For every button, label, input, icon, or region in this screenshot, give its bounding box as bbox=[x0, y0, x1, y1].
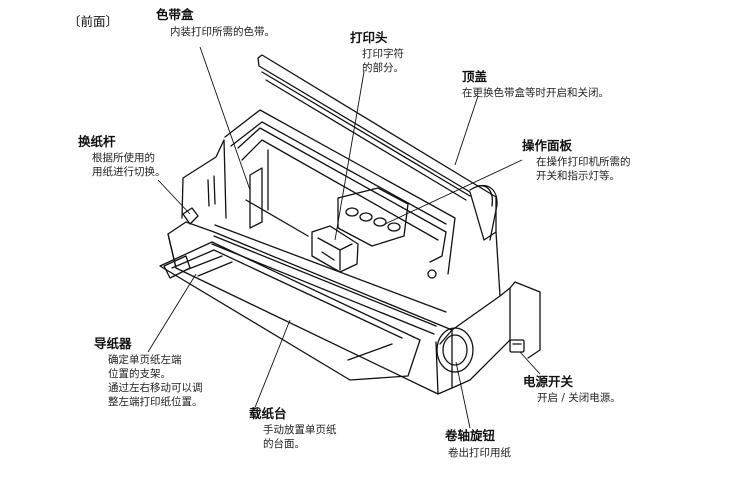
panel-button-1 bbox=[345, 207, 359, 217]
paper-table-desc-2: 的台面。 bbox=[263, 438, 305, 450]
leader-knob bbox=[455, 361, 471, 429]
operation-panel-desc-1: 在操作打印机所需的 bbox=[536, 156, 631, 168]
power-switch-title: 电源开关 bbox=[523, 374, 574, 389]
top-cover-title: 顶盖 bbox=[462, 69, 488, 84]
power-switch-desc: 开启 / 关闭电源。 bbox=[537, 392, 621, 404]
leader-power bbox=[519, 351, 541, 375]
panel-button-3 bbox=[373, 217, 387, 227]
leader-ribbon bbox=[199, 46, 251, 191]
operation-panel-shape bbox=[337, 187, 409, 247]
platen-knob-desc: 卷出打印用纸 bbox=[448, 447, 511, 459]
paper-table-shape bbox=[159, 241, 421, 381]
printer-body bbox=[167, 221, 453, 395]
paper-guide-shape bbox=[163, 255, 191, 279]
paper-guide-desc-4: 整左端打印纸位置。 bbox=[108, 396, 203, 408]
paper-lever-shape bbox=[182, 207, 199, 225]
ribbon-cartridge-title: 色带盒 bbox=[156, 7, 194, 22]
paper-guide-desc-1: 确定单页纸左端 bbox=[108, 354, 182, 366]
platen-knob-shape bbox=[436, 327, 474, 373]
leader-printhead bbox=[334, 71, 365, 241]
paper-guide-desc-3: 通过左右移动可以调 bbox=[108, 382, 203, 394]
ribbon-cartridge-shape bbox=[237, 127, 447, 263]
paper-lever-desc-2: 用纸进行切换。 bbox=[92, 166, 166, 178]
leader-guide bbox=[147, 273, 197, 353]
ribbon-cartridge-desc: 内装打印所需的色带。 bbox=[170, 26, 275, 38]
paper-table-title: 载纸台 bbox=[249, 406, 287, 421]
platen-knob-title: 卷轴旋钮 bbox=[445, 428, 496, 443]
leader-topcover bbox=[454, 95, 479, 166]
paper-guide-desc-2: 位置的支架。 bbox=[108, 368, 171, 380]
print-head-desc-2: 的部分。 bbox=[362, 62, 404, 74]
print-head-title: 打印头 bbox=[350, 30, 388, 45]
panel-button-2 bbox=[359, 212, 373, 222]
paper-table-desc-1: 手动放置单页纸 bbox=[263, 424, 337, 436]
paper-lever-title: 换纸杆 bbox=[78, 134, 116, 149]
operation-panel-desc-2: 开关和指示灯等。 bbox=[536, 170, 620, 182]
panel-button-4 bbox=[387, 222, 401, 232]
leader-panel bbox=[384, 159, 523, 225]
leader-table bbox=[253, 319, 291, 411]
operation-panel-title: 操作面板 bbox=[522, 138, 573, 153]
paper-lever-desc-1: 根据所使用的 bbox=[92, 152, 155, 164]
leader-lever bbox=[157, 179, 191, 215]
left-side-panel bbox=[181, 139, 227, 219]
print-head-desc-1: 打印字符 bbox=[362, 48, 404, 60]
power-switch-shape bbox=[509, 339, 525, 353]
top-cover-shape bbox=[257, 54, 497, 241]
top-cover-desc: 在更换色带盒等时开启和关闭。 bbox=[462, 87, 609, 99]
section-label: 〔前面〕 bbox=[68, 14, 119, 29]
paper-guide-title: 导纸器 bbox=[94, 336, 132, 351]
print-head-shape bbox=[311, 225, 359, 273]
